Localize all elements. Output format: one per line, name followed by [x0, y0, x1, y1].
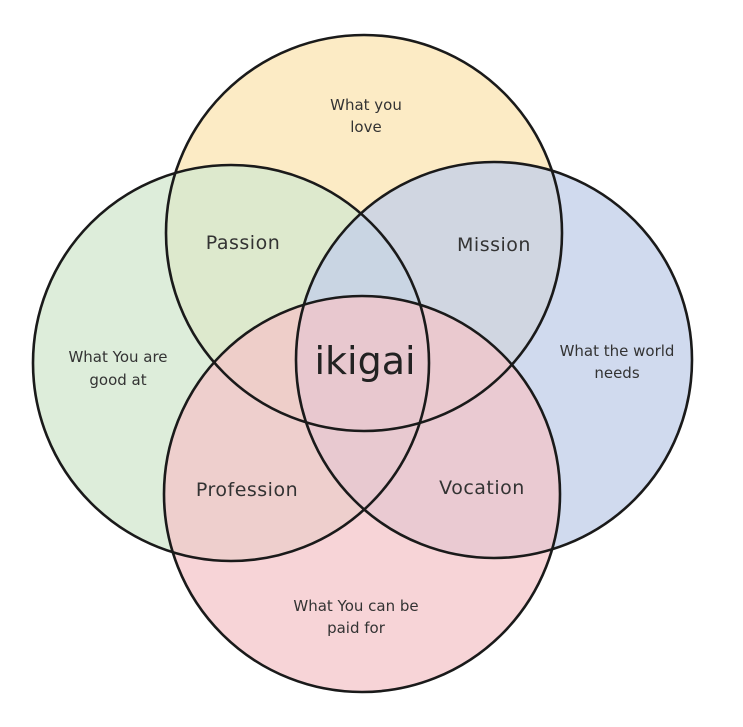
circle-labels: What you love What You are good at What … [68, 96, 674, 637]
circle-what-you-can-be-paid-for-outline [162, 294, 562, 694]
circle-outlines [31, 33, 694, 694]
label-what-the-world-needs-line1: What the world [560, 342, 675, 360]
label-mission: Mission [457, 234, 531, 256]
label-vocation: Vocation [439, 477, 525, 499]
label-what-you-love-line2: love [350, 118, 381, 136]
label-profession: Profession [196, 479, 298, 501]
overlap-labels: Passion Mission Profession Vocation [196, 232, 531, 501]
label-what-the-world-needs-line2: needs [594, 364, 639, 382]
circle-what-you-love-outline [164, 33, 564, 433]
circle-what-you-can-be-paid-for-fill [164, 296, 560, 692]
label-what-you-are-good-at-line1: What You are [68, 348, 167, 366]
label-what-you-can-be-paid-for-line1: What You can be [293, 597, 418, 615]
label-what-you-can-be-paid-for-line2: paid for [327, 619, 386, 637]
label-ikigai-center: ikigai [314, 339, 415, 383]
label-what-you-are-good-at-line2: good at [89, 371, 146, 389]
circle-fills [33, 35, 692, 692]
label-passion: Passion [206, 232, 281, 254]
circle-what-the-world-needs-outline [294, 160, 694, 560]
circle-what-you-are-good-at-outline [31, 163, 431, 563]
label-what-you-love-line1: What you [330, 96, 402, 114]
